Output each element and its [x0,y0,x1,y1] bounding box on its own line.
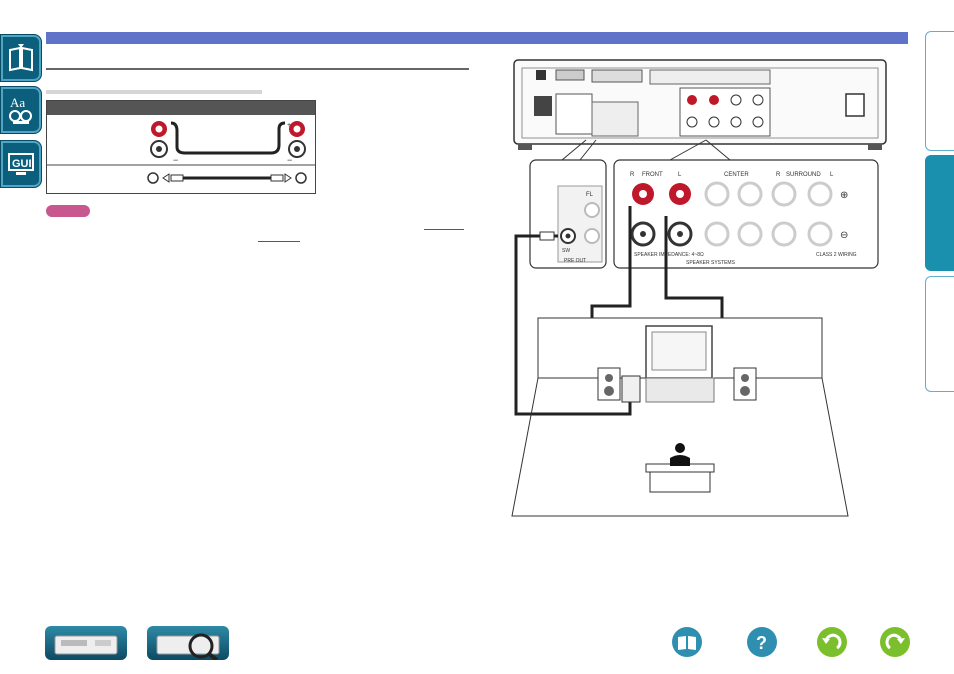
svg-text:⊖: ⊖ [840,230,848,241]
svg-text:−: − [173,155,178,165]
svg-text:R: R [630,172,635,178]
rear-panel-button[interactable] [147,626,229,662]
cable-legend: + + − − [46,100,316,194]
svg-text:L: L [678,172,682,178]
svg-text:R: R [776,172,781,178]
section-header-bar [46,32,908,44]
svg-text:?: ? [756,633,767,653]
svg-text:−: − [287,155,292,165]
svg-text:⊕: ⊕ [840,190,848,201]
legend-header [47,101,315,115]
note-badge [46,205,90,217]
connection-diagram: FL SW PRE OUT R FRONT L CENTER R SURROUN… [511,59,887,517]
tv-stand [645,377,715,403]
svg-text:SPEAKER IMPEDANCE: 4~8Ω: SPEAKER IMPEDANCE: 4~8Ω [634,252,704,258]
gui-icon: GUI [8,153,34,175]
book-icon [9,44,33,72]
svg-text:+: + [173,122,177,129]
subheading-rule [46,90,262,94]
svg-text:CENTER: CENTER [724,172,749,178]
svg-text:SURROUND: SURROUND [786,172,821,178]
redo-icon [885,633,905,650]
rear-panel-icon [156,633,220,662]
page-link-1[interactable] [424,229,464,230]
svg-text:FRONT: FRONT [642,172,663,178]
forward-button[interactable] [880,627,910,657]
front-panel-icon [54,635,118,655]
svg-text:SW: SW [562,248,570,254]
svg-text:+: + [287,122,291,129]
svg-text:GUI: GUI [12,158,32,170]
svg-text:SPEAKER SYSTEMS: SPEAKER SYSTEMS [686,260,736,266]
svg-text:PRE OUT: PRE OUT [564,258,586,264]
right-tab-1[interactable] [925,31,954,151]
help-button[interactable]: ? [747,627,777,657]
tab-contents[interactable] [0,34,42,82]
glossary-icon: Aa [9,95,32,124]
svg-text:CLASS 2 WIRING: CLASS 2 WIRING [816,252,857,258]
subwoofer [621,375,641,403]
back-button[interactable] [817,627,847,657]
question-icon: ? [756,633,767,653]
svg-text:FL: FL [586,192,594,198]
tab-gui[interactable]: GUI [0,140,42,188]
tab-glossary[interactable]: Aa [0,86,42,134]
contents-button[interactable] [672,627,702,657]
front-panel-button[interactable] [45,626,127,660]
svg-text:L: L [830,172,834,178]
page-link-2[interactable] [258,241,300,242]
svg-text:Aa: Aa [10,95,25,110]
right-tab-2[interactable] [925,155,954,271]
book-icon [678,636,696,650]
right-tab-3[interactable] [925,276,954,392]
cable-illustrations: + + − − [47,121,315,184]
heading-rule [46,68,469,70]
undo-icon [822,633,842,650]
front-right-speaker [733,367,757,401]
room-floor [511,377,849,517]
listener [675,443,685,453]
front-left-speaker [597,367,621,401]
